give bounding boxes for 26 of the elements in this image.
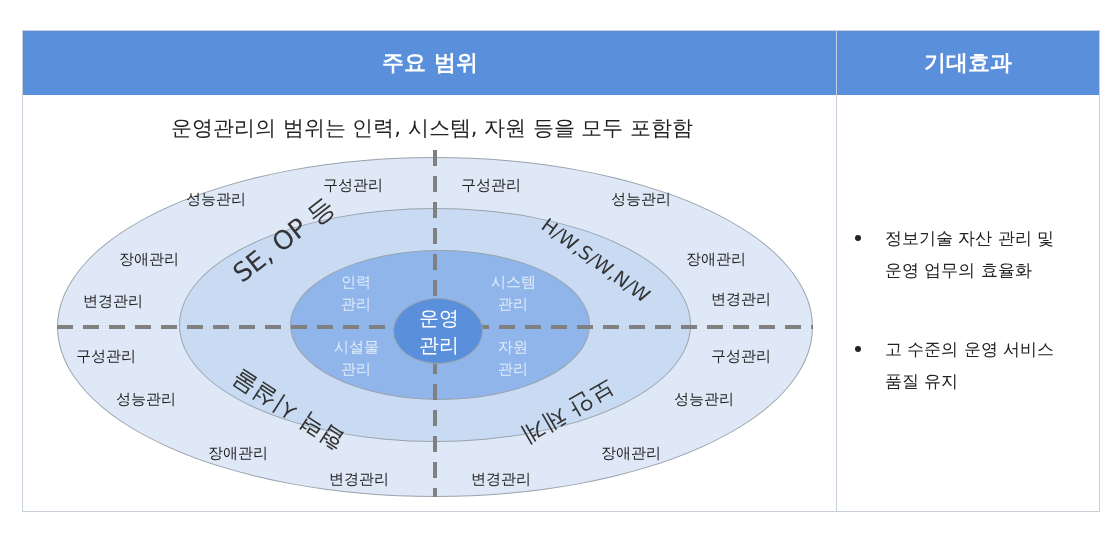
core-label: 운영 관리 <box>418 305 460 359</box>
management-label: 구성관리 <box>461 175 521 195</box>
management-label: 구성관리 <box>76 346 136 366</box>
management-label: 변경관리 <box>711 289 771 309</box>
area-label: 시설물 관리 <box>332 337 380 380</box>
bullet-text: 고 수준의 운영 서비스 품질 유지 <box>885 338 1056 393</box>
column-header: 주요 범위 <box>382 49 478 77</box>
management-label: 변경관리 <box>83 291 143 311</box>
management-label: 성능관리 <box>116 389 176 409</box>
area-label: 자원 관리 <box>497 337 529 380</box>
bullet-text: 정보기술 자산 관리 및 운영 업무의 효율화 <box>885 227 1056 282</box>
area-label: 시스템 관리 <box>489 272 537 315</box>
management-label: 장애관리 <box>686 249 746 269</box>
column-header: 기대효과 <box>924 49 1012 77</box>
management-label: 성능관리 <box>186 189 246 209</box>
management-label: 구성관리 <box>711 346 771 366</box>
area-label: 인력 관리 <box>340 272 372 315</box>
management-label: 구성관리 <box>323 175 383 195</box>
management-label: 변경관리 <box>329 469 389 489</box>
management-label: 장애관리 <box>208 443 268 463</box>
description-text: 운영관리의 범위는 인력, 시스템, 자원 등을 모두 포함함 <box>170 115 694 142</box>
management-label: 변경관리 <box>471 469 531 489</box>
management-label: 장애관리 <box>119 249 179 269</box>
management-label: 성능관리 <box>611 189 671 209</box>
management-label: 장애관리 <box>601 443 661 463</box>
management-label: 성능관리 <box>674 389 734 409</box>
